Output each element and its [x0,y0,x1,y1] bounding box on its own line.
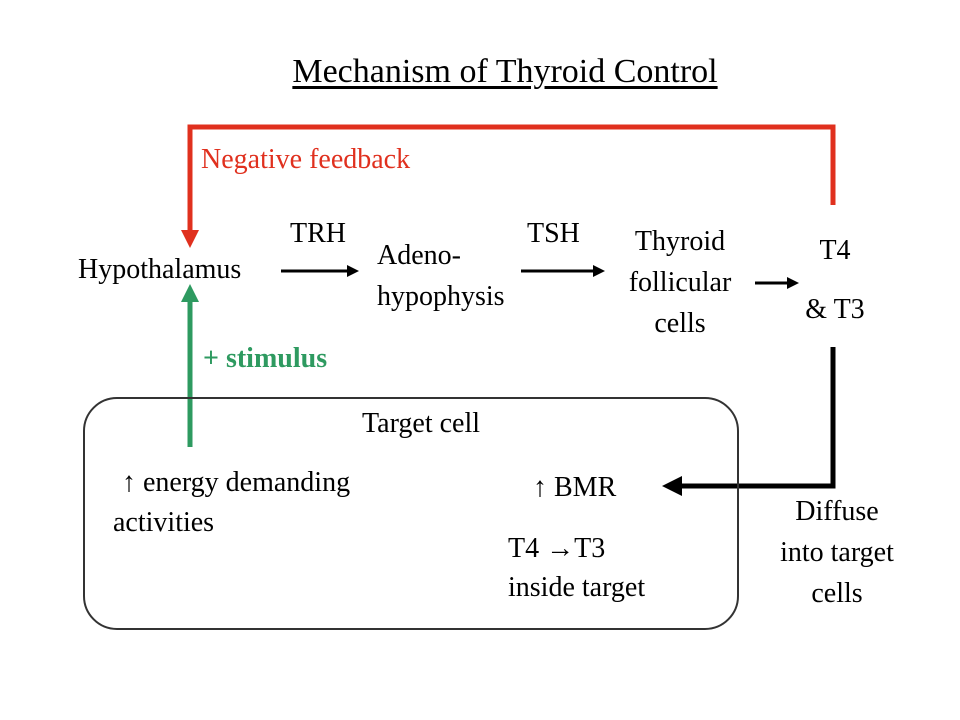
tsh-arrowhead [593,265,605,277]
thyroid-line2: follicular [628,267,732,298]
target-cell-title: Target cell [362,408,481,439]
conversion-line2: inside target [508,572,646,603]
thyroid-line1: Thyroid [634,226,726,257]
energy-line2: activities [113,507,215,538]
diffuse-arrow [680,347,836,489]
diffuse-line1: Diffuse [795,496,879,527]
t4-line1: T4 [819,235,851,266]
t4-line2: & T3 [805,294,865,325]
trh-arrowhead [347,265,359,277]
negative-feedback-label: Negative feedback [201,144,411,175]
conversion-line1: T4 →T3 [508,533,606,564]
diffuse-line2: into target [780,537,894,568]
target-cell-box [83,397,739,630]
negative-feedback-arrowhead [181,230,199,248]
stimulus-arrowhead [181,284,199,302]
thyroid-line3: cells [654,308,706,339]
diffuse-line3: cells [811,578,863,609]
trh-label: TRH [290,218,346,249]
hypothalamus-node: Hypothalamus [78,254,242,285]
diffuse-arrowhead [662,476,682,496]
negative-feedback-arrow [187,124,836,232]
bmr-label: ↑ BMR [533,472,617,503]
stimulus-label: + stimulus [203,343,328,374]
adeno-line2: hypophysis [377,281,505,312]
energy-line1: ↑ energy demanding [122,467,351,498]
thyroid-to-t4-arrowhead [787,277,799,289]
tsh-label: TSH [527,218,580,249]
adeno-line1: Adeno- [377,240,461,271]
page-title: Mechanism of Thyroid Control [292,53,718,90]
